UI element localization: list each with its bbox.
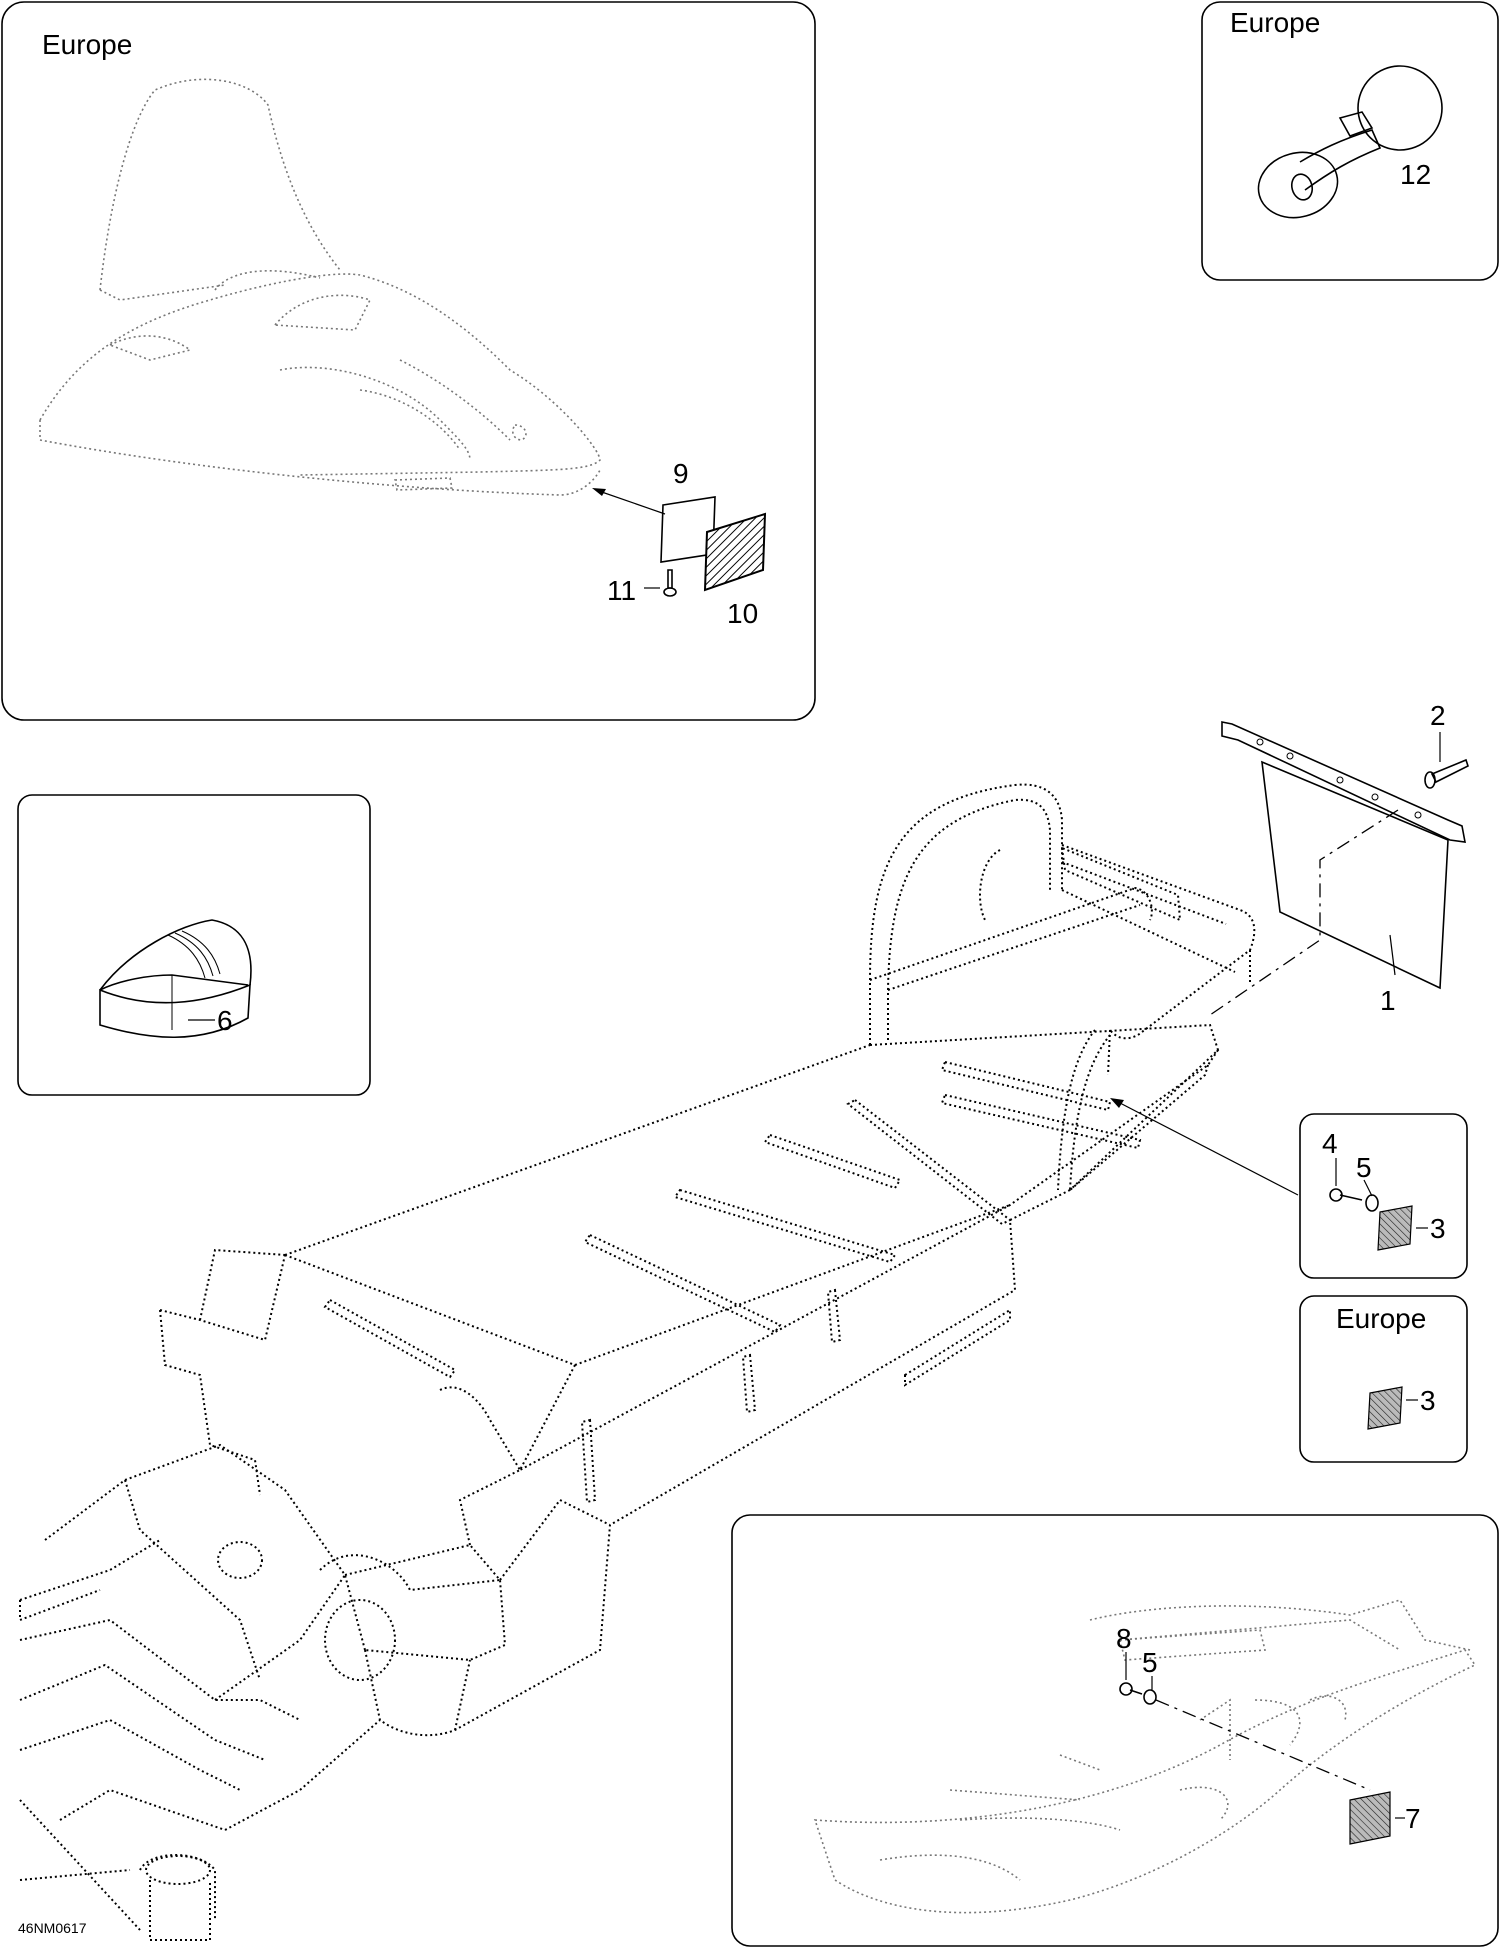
callout-2: 2 bbox=[1430, 700, 1446, 731]
reflector-part bbox=[1349, 1791, 1391, 1845]
panel-side-reflector: 4 5 3 bbox=[1299, 1113, 1468, 1279]
pointer-line bbox=[1119, 1102, 1299, 1196]
callout-8: 8 bbox=[1116, 1623, 1132, 1654]
pointer-line bbox=[595, 489, 666, 515]
callout-3: 3 bbox=[1420, 1385, 1436, 1416]
panel-europe-reflector: Europe 3 bbox=[1299, 1295, 1468, 1463]
callout-5: 5 bbox=[1142, 1647, 1158, 1678]
callout-4: 4 bbox=[1322, 1128, 1338, 1159]
callout-7: 7 bbox=[1405, 1803, 1421, 1834]
front-frame bbox=[19, 1248, 611, 1941]
rear-bumper bbox=[813, 1599, 1477, 1914]
reflector-part bbox=[1367, 1386, 1403, 1430]
callout-5: 5 bbox=[1356, 1152, 1372, 1183]
washer-part bbox=[1143, 1689, 1157, 1705]
screw-part bbox=[1329, 1188, 1363, 1202]
region-label-europe: Europe bbox=[1230, 7, 1320, 38]
callout-6: 6 bbox=[217, 1005, 233, 1036]
screw-part bbox=[663, 569, 677, 597]
screw-part bbox=[1119, 1682, 1143, 1696]
rivet-part bbox=[1424, 758, 1469, 789]
callout-1: 1 bbox=[1380, 985, 1396, 1016]
panel-horn: Europe 12 bbox=[1201, 1, 1499, 281]
callout-9: 9 bbox=[673, 458, 689, 489]
hood-outline bbox=[39, 78, 601, 496]
reflector-part bbox=[703, 512, 767, 592]
callout-3: 3 bbox=[1430, 1213, 1446, 1244]
region-label-europe: Europe bbox=[42, 29, 132, 60]
pad-part bbox=[99, 919, 252, 1039]
callout-12: 12 bbox=[1400, 159, 1431, 190]
region-label-europe: Europe bbox=[1336, 1303, 1426, 1334]
panel-front-reflector: Europe 9 10 11 bbox=[1, 1, 816, 721]
tunnel bbox=[284, 1023, 1220, 1526]
panel-pad: 6 bbox=[17, 794, 371, 1096]
rear-rack bbox=[869, 783, 1256, 1191]
mud-flap-part bbox=[1221, 721, 1466, 990]
horn-part bbox=[1257, 65, 1443, 219]
pointer-arrowhead bbox=[1110, 1098, 1124, 1108]
pointer-arrowhead bbox=[592, 488, 606, 496]
drawing-code: 46NM0617 bbox=[18, 1920, 87, 1936]
tunnel-assembly: 1 2 bbox=[19, 700, 1469, 1941]
callout-10: 10 bbox=[727, 598, 758, 629]
panel-rear-reflector: 8 5 7 bbox=[731, 1514, 1499, 1947]
callout-11: 11 bbox=[607, 575, 636, 606]
reflector-part bbox=[1377, 1205, 1413, 1251]
